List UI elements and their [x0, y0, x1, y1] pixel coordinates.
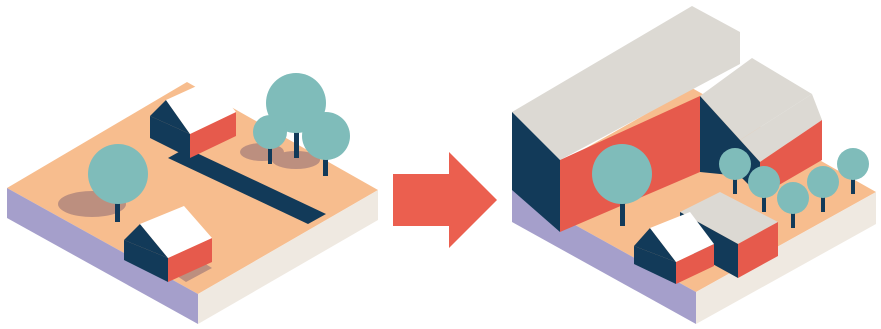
house-gable	[150, 100, 190, 134]
left-platform-side-right	[198, 190, 378, 324]
tree	[592, 144, 652, 226]
house-front	[124, 206, 212, 282]
left-block	[7, 73, 378, 324]
building-wall-front	[738, 222, 778, 278]
tree	[777, 182, 809, 228]
house-wall-side	[168, 238, 212, 282]
house-wall-side	[190, 112, 236, 158]
tree	[748, 166, 780, 212]
tree	[253, 115, 287, 164]
building-roof	[680, 192, 778, 244]
right-block	[512, 6, 876, 324]
house-wall-front	[634, 246, 676, 284]
house-roof	[140, 206, 212, 258]
house-roof	[166, 80, 236, 134]
tree	[88, 144, 148, 222]
tree-shadow	[272, 151, 320, 169]
house-wall-front	[124, 240, 168, 282]
building-roof-lower	[740, 94, 822, 162]
tree	[837, 148, 869, 194]
building-roof	[512, 6, 740, 160]
left-platform-side-front	[7, 188, 198, 324]
house-gable	[634, 228, 676, 262]
house	[634, 212, 714, 284]
road	[168, 148, 326, 224]
house-back	[150, 80, 236, 158]
house-roof	[650, 212, 714, 262]
house-wall-front	[150, 116, 190, 158]
building-wall-left	[512, 112, 560, 232]
tree	[302, 112, 350, 176]
right-platform-side-right	[696, 192, 876, 324]
house-gable	[124, 224, 168, 258]
tree	[807, 166, 839, 212]
right-platform-top	[512, 88, 876, 292]
house-wall-side	[676, 244, 714, 284]
left-platform-top	[7, 82, 378, 294]
building-roof	[700, 58, 812, 140]
tree	[719, 148, 751, 194]
transformation-arrow	[393, 152, 497, 248]
